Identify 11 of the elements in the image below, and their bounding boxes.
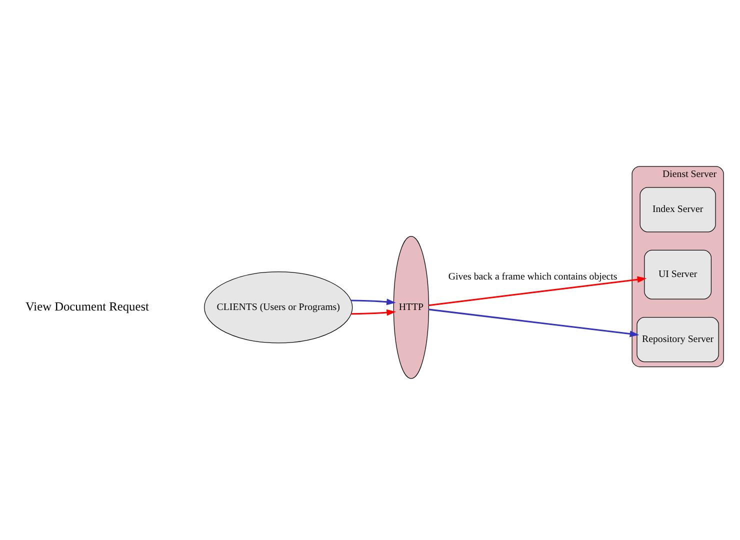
arrow	[351, 309, 396, 316]
node-ellipse: HTTP	[393, 236, 430, 379]
node-box: Repository Server	[636, 317, 719, 362]
label: View Document Request	[25, 300, 149, 314]
node-ellipse: CLIENTS (Users or Programs)	[204, 272, 353, 344]
arrow	[350, 298, 396, 306]
edge-label: Gives back a frame which contains objects	[448, 271, 618, 282]
node-box: Index Server	[640, 187, 716, 232]
arrow	[428, 308, 640, 338]
node-box: UI Server	[644, 250, 712, 300]
arrow	[428, 276, 647, 306]
